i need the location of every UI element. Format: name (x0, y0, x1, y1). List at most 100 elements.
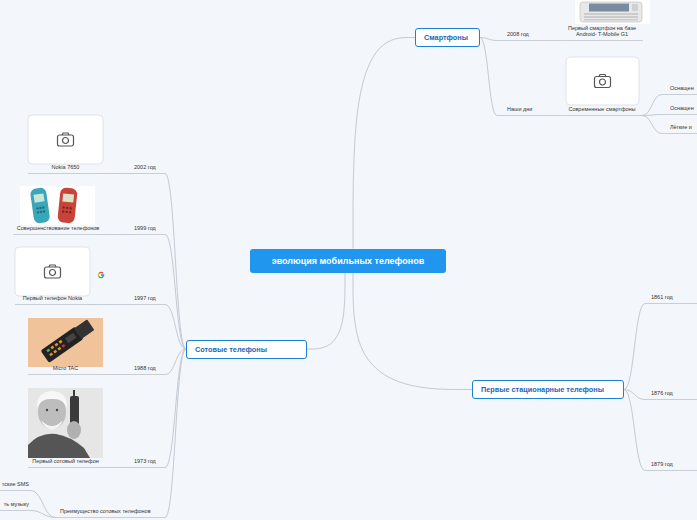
subtopic: Первый смартфон на базе Android- T-Mobil… (561, 24, 643, 41)
android-photo (584, 16, 638, 18)
google-icon (99, 276, 104, 277)
branch-connector (30, 511, 56, 518)
subtopic: 1879 год (645, 460, 697, 471)
inventor-photo (28, 388, 103, 458)
phones-photo (42, 206, 45, 209)
subtopic: Лёгкие и (662, 123, 697, 134)
phones-photo (30, 187, 51, 224)
node-text: Первый сотовый телефон (28, 458, 103, 465)
microtac-photo (28, 318, 103, 367)
inventor-photo (28, 388, 103, 458)
node-text: Наши дни (507, 106, 561, 113)
subtopic: Micro TAC (28, 364, 103, 375)
node-text: эволюция мобильных телефонов (260, 256, 436, 266)
branch-connector (165, 349, 186, 468)
subtopic: Преимущество сотовых телефонов (56, 507, 165, 518)
phones-photo (40, 211, 43, 214)
phones-photo (57, 187, 78, 224)
image-placeholder (595, 75, 611, 88)
subtopic: ть музыку (0, 500, 30, 511)
microtac-photo (50, 346, 54, 350)
central-topic: эволюция мобильных телефонов (250, 249, 446, 273)
phones-photo (66, 207, 69, 210)
subtopic: Первый телефон Nokia (15, 294, 90, 305)
branch-connector (30, 491, 56, 518)
subtopic: Совершенствование телефонов (13, 224, 103, 235)
image-placeholder (566, 57, 639, 105)
inventor-photo (67, 421, 81, 439)
phones-photo (69, 207, 72, 210)
node-text: Первые стационарные телефоны (481, 385, 615, 394)
inventor-photo (73, 390, 75, 397)
inventor-photo (46, 409, 48, 411)
node-text: Оснащен (670, 105, 697, 112)
phones-photo (62, 193, 74, 202)
phones-photo (65, 211, 68, 214)
branch-connector (165, 235, 186, 350)
inventor-photo (41, 420, 63, 430)
google-icon (101, 275, 104, 276)
branch-topic: Сотовые телефоны (186, 340, 307, 359)
android-photo (584, 19, 638, 21)
google-icon (98, 272, 103, 277)
node-text: 1876 год (651, 390, 697, 397)
branch-connector (642, 95, 662, 116)
branch-connector (165, 174, 186, 350)
node-text: тские SMS (0, 481, 29, 488)
branch-topic: Первые стационарные телефоны (472, 380, 624, 399)
google-icon (99, 272, 103, 273)
phones-photo (62, 210, 65, 213)
image-placeholder (566, 57, 639, 105)
phones-photo (34, 193, 45, 202)
microtac-photo (61, 344, 65, 348)
google-icon (98, 274, 100, 277)
subtopic: Оснащен (662, 84, 697, 95)
subtopic: Оснащен (662, 104, 697, 115)
branch-connector (353, 38, 415, 249)
android-photo (575, 0, 650, 24)
subtopic: 2002 год (130, 163, 165, 174)
android-photo (584, 13, 638, 15)
image-placeholder (45, 265, 61, 278)
branch-connector (624, 390, 645, 471)
phones-photo (62, 206, 65, 209)
subtopic: 2008 год (497, 30, 560, 41)
phones-photo (37, 211, 40, 214)
microtac-photo (49, 353, 53, 357)
branch-connector (165, 305, 186, 350)
branch-connector (624, 304, 645, 390)
inventor-photo (56, 409, 58, 411)
phones-photo (39, 207, 42, 210)
node-text: 2008 год (507, 31, 560, 38)
branch-connector (307, 273, 345, 350)
node-text: Первый телефон Nokia (15, 295, 90, 302)
branch-connector (353, 273, 472, 390)
subtopic: 1861 год (645, 293, 697, 304)
branch-connector (103, 234, 130, 235)
branch-connector (103, 173, 130, 174)
node-text: Преимущество сотовых телефонов (60, 508, 165, 515)
microtac-photo (28, 318, 103, 367)
image-placeholder (28, 115, 103, 164)
phones-photo (36, 207, 39, 210)
node-text: 1999 год (134, 225, 165, 232)
branch-connector (103, 374, 130, 375)
node-text: Смартфоны (424, 33, 471, 42)
phones-photo (20, 186, 95, 225)
microtac-photo (59, 340, 63, 344)
branch-topic: Смартфоны (415, 28, 480, 47)
node-text: 1879 год (651, 461, 697, 468)
image-placeholder (58, 133, 74, 146)
android-photo (589, 4, 629, 12)
node-text: 1997 год (134, 295, 165, 302)
microtac-photo (53, 350, 57, 354)
subtopic: Nokia 7650 (28, 163, 103, 174)
node-text: 1861 год (651, 294, 697, 301)
node-text: Современные смартфоны (562, 106, 642, 113)
subtopic: Первый сотовый телефон (28, 457, 103, 468)
subtopic: тские SMS (0, 480, 30, 491)
subtopic: 1973 год (130, 457, 165, 468)
node-text: Оснащен (670, 85, 697, 92)
image-placeholder (15, 247, 90, 296)
